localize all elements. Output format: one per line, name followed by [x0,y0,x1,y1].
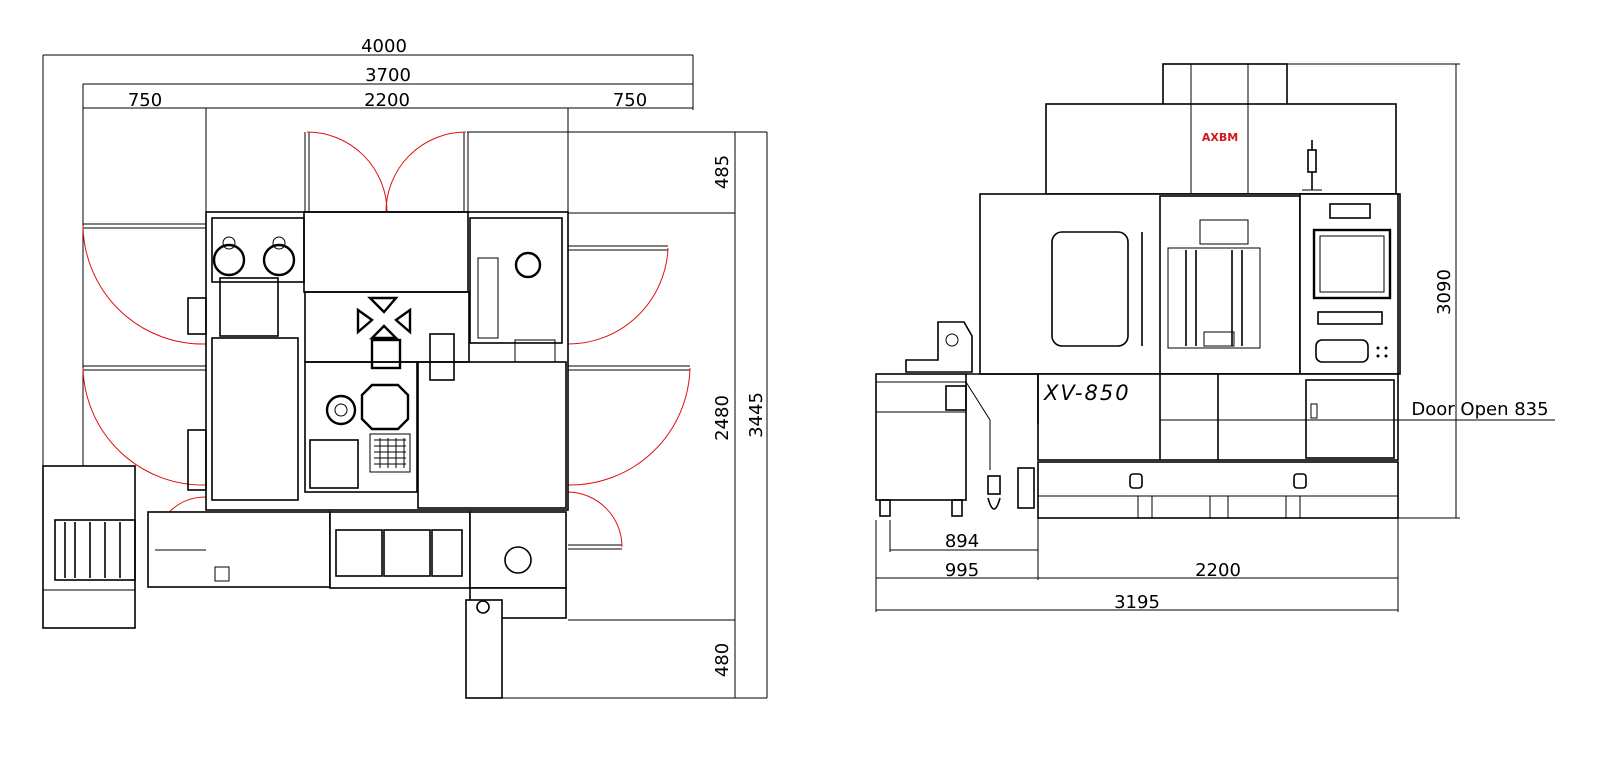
brand-logo [1205,130,1235,142]
dim-height: 3090 [1434,269,1455,315]
dim-machine-depth: 2480 [712,395,733,441]
lower-cabinet: XV-850 [1037,373,1399,461]
dim-conveyor-extension: 480 [712,643,733,677]
side-unit-plan [42,465,136,629]
door-open-note: Door Open 835 [1411,399,1548,420]
dim-door-top: 485 [712,155,733,189]
dim-door-right: 750 [613,90,647,111]
top-horizontal-dimensions: 4000 3700 750 2200 750 [42,36,694,470]
front-view: AXBM [875,63,1555,613]
dim-overall-depth: 3445 [746,392,767,438]
coolant-tank-plan [147,511,567,699]
grille-pattern [374,438,406,468]
spindle-head: AXBM [1045,63,1397,195]
machine-base [1037,461,1399,519]
dim-side-width: 995 [945,560,979,581]
side-tank-front [875,321,1039,517]
dim-machine-width: 2200 [364,90,410,111]
top-view: 4000 3700 750 2200 750 485 2480 3445 480 [42,36,768,699]
front-dimensions: 3090 Door Open 835 894 995 2200 3195 [875,63,1555,613]
brand-logo-text: AXBM [1202,131,1238,144]
dim-overall-width: 4000 [361,36,407,57]
top-vertical-dimensions: 485 2480 3445 480 [467,131,768,699]
dim-front-overall-width: 3195 [1114,592,1160,613]
dim-front-machine-width: 2200 [1195,560,1241,581]
model-name: XV-850 [1043,381,1131,405]
machine-plan [187,211,569,511]
control-panel [1299,140,1399,375]
dim-tank-width: 894 [945,531,979,552]
dim-door-left: 750 [128,90,162,111]
dim-width-with-doors: 3700 [365,65,411,86]
